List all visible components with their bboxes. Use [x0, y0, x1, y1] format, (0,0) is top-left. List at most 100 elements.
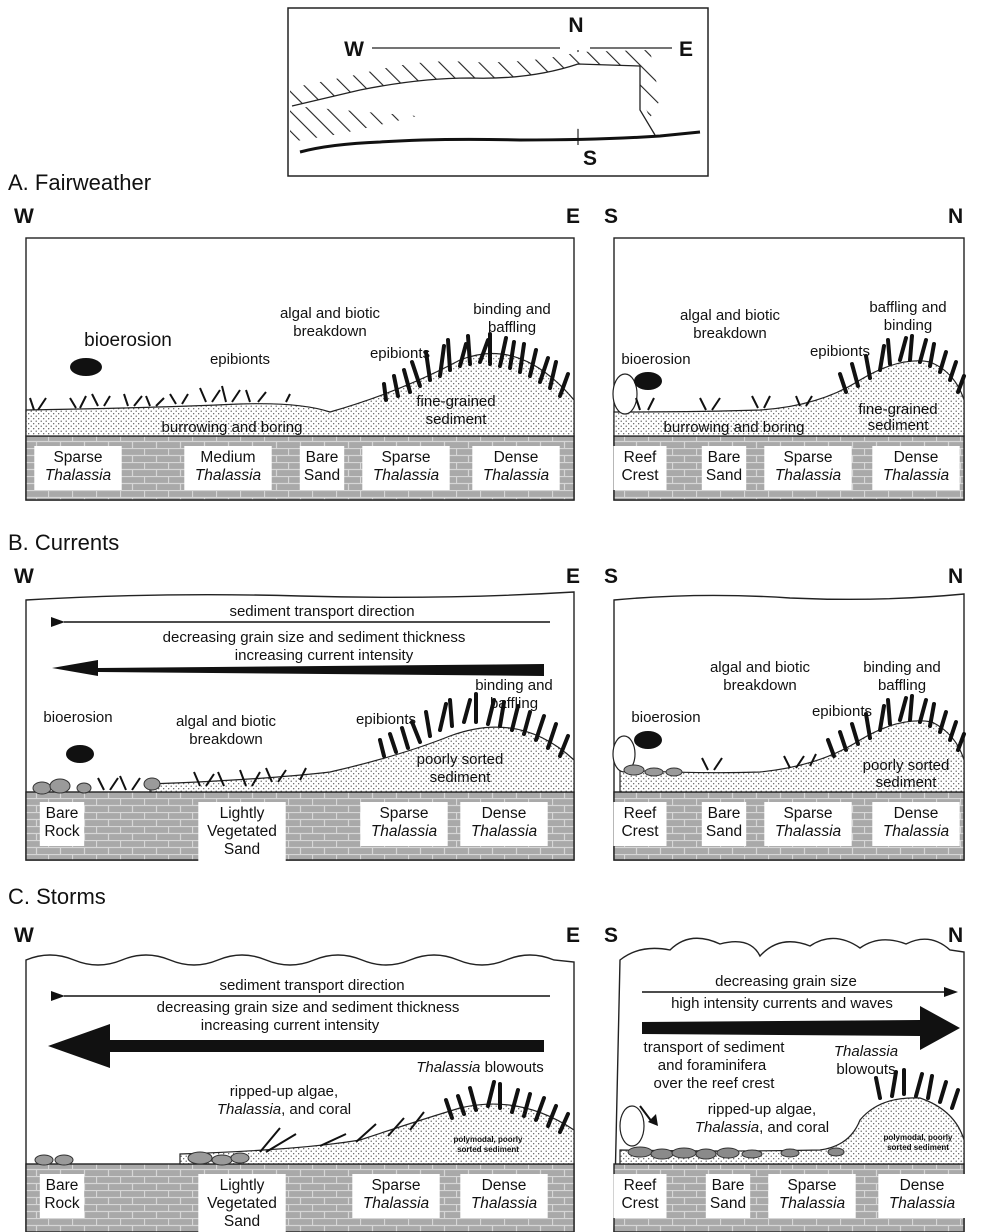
zone-label-text: Thalassia	[775, 823, 842, 840]
panel-c-title: C. Storms	[8, 884, 106, 909]
zone-label-box	[613, 802, 667, 846]
label-blowouts: Thalassia blowouts	[416, 1059, 544, 1076]
zone-label-box	[34, 446, 122, 490]
zone-label-text: Reef	[624, 805, 657, 822]
zone-label-text: Sparse	[787, 1177, 836, 1194]
inset-w: W	[344, 38, 364, 61]
inset-n: N	[568, 14, 583, 37]
label-transport: transport of sediment	[644, 1039, 786, 1056]
label-grain: decreasing grain size and sediment thick…	[157, 999, 460, 1016]
label-sediment-2: sorted sediment	[887, 1143, 949, 1152]
storm-intensity-arrow	[642, 1006, 960, 1050]
zone-label-text: Dense	[482, 805, 527, 822]
zone-label-text: Thalassia	[363, 1195, 430, 1212]
panel-b-left: W E sediment transport direction decreas…	[14, 565, 580, 864]
fish-icon	[634, 731, 662, 749]
label-ripped: ripped-up algae,	[708, 1101, 816, 1118]
zone-label-box	[39, 802, 85, 846]
label-bioerosion: bioerosion	[631, 709, 700, 726]
dir-s: S	[604, 565, 618, 588]
intensity-arrow	[48, 1024, 544, 1068]
intensity-arrow	[52, 660, 544, 676]
zone-label-text: Dense	[482, 1177, 527, 1194]
zone-label-text: Bare	[708, 449, 741, 466]
rubble	[627, 1146, 845, 1160]
label-epibionts: epibionts	[810, 343, 870, 360]
dir-n: N	[948, 565, 963, 588]
panel-a-title: A. Fairweather	[8, 170, 151, 195]
zone-label-box	[460, 1174, 548, 1218]
zone-label-text: Sparse	[53, 449, 102, 466]
seagrass-dense	[378, 692, 570, 758]
zone-label-text: Thalassia	[371, 823, 438, 840]
zone-label-box	[701, 802, 747, 846]
label-baffling: baffling and	[869, 299, 946, 316]
label-binding: binding and	[475, 677, 553, 694]
label-sediment-2: sediment	[426, 411, 488, 428]
zone-label-text: Thalassia	[889, 1195, 956, 1212]
zone-label-text: Thalassia	[195, 467, 262, 484]
fish-icon	[634, 372, 662, 390]
zone-label-text: Bare	[708, 805, 741, 822]
label-burrowing: burrowing and boring	[162, 419, 303, 436]
label-epibionts: epibionts	[210, 351, 270, 368]
label-sediment: fine-grained	[416, 393, 495, 410]
label-breakdown: breakdown	[693, 325, 766, 342]
label-sediment-2: sorted sediment	[457, 1145, 519, 1154]
fish-icon	[66, 745, 94, 763]
zone-label-text: Lightly	[220, 805, 265, 822]
reef-crest-rock	[612, 373, 638, 415]
zone-label-box	[299, 446, 345, 490]
zone-label-text: Sand	[224, 1213, 260, 1230]
zone-label-text: Lightly	[220, 1177, 265, 1194]
rubble	[623, 764, 683, 777]
label-grain: decreasing grain size	[715, 973, 857, 990]
zone-label-box	[352, 1174, 440, 1218]
dir-w: W	[14, 924, 34, 947]
label-blowouts: Thalassia	[834, 1043, 898, 1060]
label-transport: sediment transport direction	[219, 977, 404, 994]
reef-crest-rock	[619, 1105, 645, 1147]
panel-b-right: S N algal and biotic breakdown binding a…	[604, 565, 966, 861]
zone-label-text: Bare	[46, 1177, 79, 1194]
label-sediment-2: sediment	[876, 774, 938, 791]
zone-label-text: Thalassia	[471, 823, 538, 840]
label-transport: sediment transport direction	[229, 603, 414, 620]
dir-e: E	[566, 924, 580, 947]
zone-label-text: Sand	[706, 823, 742, 840]
ripped-debris	[259, 1111, 425, 1153]
label-epibionts: epibionts	[356, 711, 416, 728]
label-algal: algal and biotic	[710, 659, 811, 676]
zone-label-box	[613, 446, 667, 490]
dir-w: W	[14, 565, 34, 588]
label-baffling: baffling	[488, 319, 536, 336]
zone-label-text: Sand	[710, 1195, 746, 1212]
sediment-mound	[619, 720, 965, 793]
label-grain: decreasing grain size and sediment thick…	[163, 629, 466, 646]
panel-c-left: W E sediment transport direction decreas…	[14, 924, 580, 1232]
zone-label-text: Bare	[712, 1177, 745, 1194]
zone-label-text: Reef	[624, 1177, 657, 1194]
label-sediment: polymodal, poorly	[884, 1133, 953, 1142]
reef-crest-rock	[612, 735, 636, 773]
dir-s: S	[604, 924, 618, 947]
zone-label-box	[878, 1174, 966, 1218]
label-ripped-2: Thalassia, and coral	[217, 1101, 351, 1118]
zone-label-box	[39, 1174, 85, 1218]
seagrass-sparse	[701, 753, 817, 771]
inset-e: E	[679, 38, 693, 61]
